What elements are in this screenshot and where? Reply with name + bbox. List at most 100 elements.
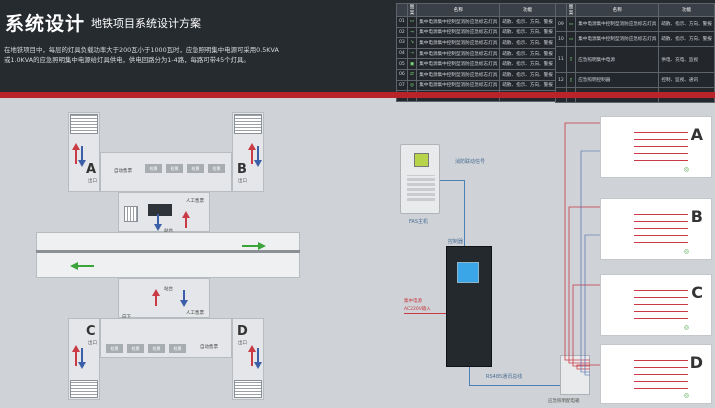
row-func: 疏散、指示、方向、警报 — [499, 16, 556, 28]
col-no — [555, 3, 567, 17]
arrow-diagonal-icon: ↘ — [406, 37, 418, 49]
arrow-up-icon — [72, 345, 80, 366]
col-func: 功能 — [658, 3, 715, 17]
circuit-row — [634, 354, 688, 361]
zone-panel-c[interactable]: C ◎ — [600, 274, 712, 336]
entrance-label-d: D — [237, 324, 248, 339]
row-func: 疏散、指示、方向、警报 — [499, 37, 556, 49]
table-row: 03 ↘ 集中电源集中控制型消防应急标志灯具 疏散、指示、方向、警报 — [396, 37, 556, 49]
table-row: 11 ▯ 应急照明集中电源 供电、充电、监视 — [555, 46, 715, 73]
row-no: 01 — [396, 16, 408, 28]
stairs-b — [234, 114, 262, 134]
row-name: 集中电源集中控制型消防应急标志灯具 — [416, 68, 501, 81]
controller-label: 控制器 — [448, 239, 464, 245]
row-func: 疏散、指示、方向、警报 — [658, 31, 715, 47]
exit-label-b: 出口 — [238, 179, 247, 184]
distribution-box-label: 应急照明配电箱 — [548, 399, 580, 404]
stairs-d — [234, 380, 262, 398]
col-icon: 图案 — [565, 3, 577, 17]
table-row: 07 ◎ 集中电源集中控制型消防应急标志灯具 疏散、指示、方向、警报 — [396, 79, 556, 92]
circuit-row — [634, 284, 688, 291]
row-no: 07 — [396, 79, 408, 92]
circuit-row — [634, 215, 688, 222]
emergency-controller-cabinet[interactable] — [446, 246, 492, 367]
rs485-label: RS485通讯总线 — [486, 374, 523, 380]
circuit-row — [634, 208, 688, 215]
row-name: 集中电源集中控制型消防应急标志灯具 — [416, 26, 501, 39]
arrow-up-icon — [182, 211, 190, 228]
intro-text: 在地铁项目中，每层的灯具负载功率大于200瓦小于1000瓦时，应急照明集中电源可… — [4, 46, 279, 64]
row-name: 集中电源集中控制型消防应急标志灯具 — [575, 16, 660, 32]
arrow-dashed-icon: ⇢ — [406, 47, 418, 60]
circuit-row — [634, 140, 688, 147]
ticket-machine: 检票 — [127, 344, 144, 353]
zone-panel-a[interactable]: A ◎ — [600, 116, 712, 178]
ticket-machine: 检票 — [166, 164, 183, 173]
lamp-icon: ◎ — [683, 248, 689, 255]
exit-label-d: 出口 — [238, 341, 247, 346]
arrow-down-icon — [78, 146, 86, 167]
entrance-label-c: C — [86, 324, 96, 339]
arrow-up-icon — [248, 345, 256, 366]
sign-box-icon: ▣ — [406, 58, 418, 70]
arrow-left-icon — [70, 262, 94, 270]
row-func: 疏散、指示、方向、警报 — [499, 47, 556, 60]
entrance-label-b: B — [237, 162, 247, 177]
zone-panel-d[interactable]: D ◎ — [600, 344, 712, 404]
fas-keypad — [407, 175, 435, 201]
table-row: 12 ▯ 应急照明控制器 控制、监视、通讯 — [555, 72, 715, 88]
exit-sign-icon: ▭ — [406, 16, 418, 28]
ticket-machine: 检票 — [148, 344, 165, 353]
exit-sign-icon: ▭ — [565, 31, 577, 47]
row-no: 12 — [555, 72, 567, 88]
row-name: 集中电源集中控制型消防应急标志灯具 — [416, 79, 501, 92]
col-name: 名称 — [575, 3, 660, 17]
fas-label: FAS主机 — [409, 219, 429, 225]
page-title: 系统设计 — [5, 13, 86, 35]
lamp-icon: ◎ — [406, 79, 418, 92]
stand-label-lower: 站台 — [164, 287, 173, 292]
zone-label: B — [690, 207, 703, 226]
fas-host-device[interactable] — [400, 144, 440, 214]
row-name: 集中电源集中控制型消防应急标志灯具 — [416, 47, 501, 60]
row-func: 疏散、指示、方向、警报 — [499, 58, 556, 70]
zone-label: C — [691, 283, 703, 302]
feeder-lines — [564, 122, 600, 376]
row-no: 02 — [396, 26, 408, 39]
platform-screen — [148, 204, 172, 216]
circuit-rows — [634, 354, 688, 389]
fas-link-label: 消防联动信号 — [455, 159, 486, 165]
circuit-row — [634, 147, 688, 154]
direction-arrows — [70, 143, 266, 369]
row-name: 集中电源集中控制型消防应急标志灯具 — [416, 37, 501, 49]
track-level — [36, 232, 300, 278]
manual-ticket-label-lower: 人工售票 — [186, 311, 204, 316]
circuit-row — [634, 312, 688, 319]
row-no: 11 — [555, 46, 567, 73]
row-name: 集中电源集中控制型消防应急标志灯具 — [416, 58, 501, 70]
table-row: 06 ⇄ 集中电源集中控制型消防应急标志灯具 疏散、指示、方向、警报 — [396, 68, 556, 81]
stairs-c — [70, 380, 98, 398]
table-row: 01 ▭ 集中电源集中控制型消防应急标志灯具 疏散、指示、方向、警报 — [396, 16, 556, 28]
row-no: 03 — [396, 37, 408, 49]
circuit-rows — [634, 284, 688, 319]
table-row: 05 ▣ 集中电源集中控制型消防应急标志灯具 疏散、指示、方向、警报 — [396, 58, 556, 70]
lamp-icon: ◎ — [683, 392, 689, 399]
arrow-up-icon — [72, 143, 80, 164]
entrance-label-a: A — [86, 162, 97, 177]
header-divider — [0, 92, 715, 98]
row-func: 疏散、指示、方向、警报 — [499, 26, 556, 39]
row-no: 09 — [555, 16, 567, 32]
zone-panel-b[interactable]: B ◎ — [600, 198, 712, 260]
circuit-row — [634, 368, 688, 375]
row-name: 应急照明集中电源 — [575, 46, 660, 73]
circuit-row — [634, 291, 688, 298]
circuit-rows — [634, 208, 688, 243]
header-band: 系统设计 地铁项目系统设计方案 在地铁项目中，每层的灯具负载功率大于200瓦小于… — [0, 0, 715, 103]
circuit-row — [634, 229, 688, 236]
circuit-row — [634, 236, 688, 243]
ticket-machine: 检票 — [106, 344, 123, 353]
fas-screen — [414, 153, 429, 167]
row-func: 疏散、指示、方向、警报 — [499, 68, 556, 81]
station-floor-plan: A B 出口 出口 自动售票 检票 检票 检票 检票 人工售票 站台 站台 向下… — [0, 98, 330, 408]
